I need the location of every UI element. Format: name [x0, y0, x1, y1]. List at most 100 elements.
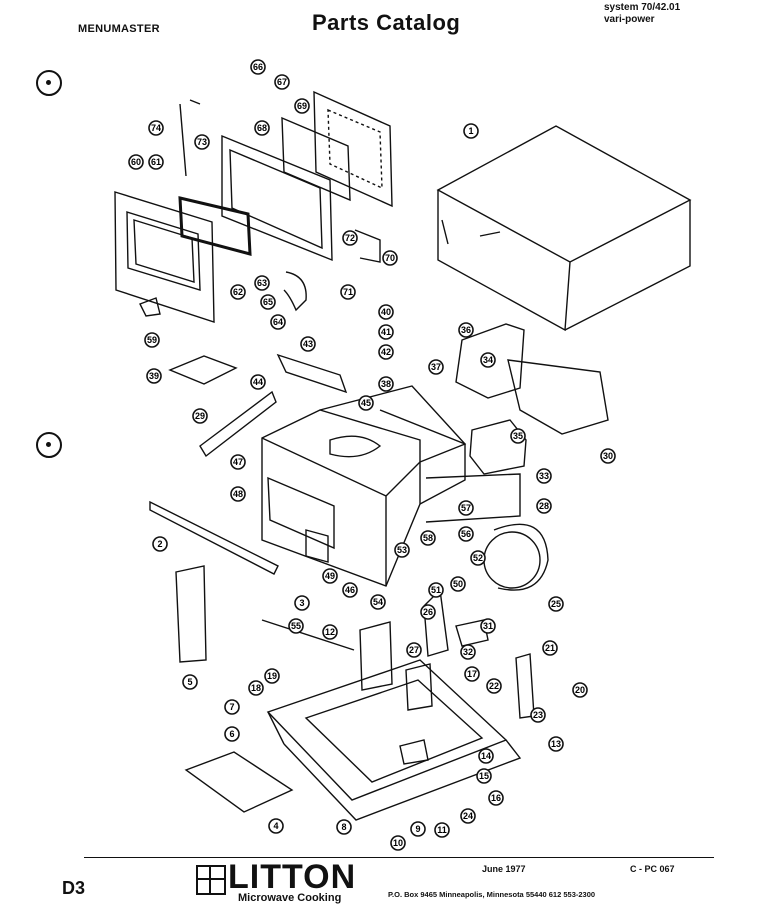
svg-text:69: 69	[297, 101, 307, 111]
svg-text:21: 21	[545, 643, 555, 653]
svg-text:23: 23	[533, 710, 543, 720]
svg-text:60: 60	[131, 157, 141, 167]
callout-46: 46	[342, 582, 358, 598]
base-drawing	[168, 355, 522, 821]
callout-51: 51	[428, 582, 444, 598]
binder-hole-middle	[36, 432, 62, 458]
callout-4: 4	[268, 818, 284, 834]
diagram-linework	[114, 90, 692, 821]
svg-text:53: 53	[397, 545, 407, 555]
callout-18: 18	[248, 680, 264, 696]
callout-62: 62	[230, 284, 246, 300]
svg-text:61: 61	[151, 157, 161, 167]
callout-59: 59	[144, 332, 160, 348]
model-name: vari-power	[604, 14, 655, 25]
callout-67: 67	[274, 74, 290, 90]
footer-divider	[84, 857, 714, 858]
svg-text:29: 29	[195, 411, 205, 421]
svg-text:74: 74	[151, 123, 161, 133]
callout-69: 69	[294, 98, 310, 114]
callout-39: 39	[146, 368, 162, 384]
svg-text:20: 20	[575, 685, 585, 695]
callout-42: 42	[378, 344, 394, 360]
svg-text:37: 37	[431, 362, 441, 372]
svg-text:71: 71	[343, 287, 353, 297]
system-label: system 70/42.01 vari-power	[604, 2, 680, 26]
svg-text:50: 50	[453, 579, 463, 589]
catalog-date: June 1977	[482, 864, 526, 874]
callout-28: 28	[536, 498, 552, 514]
callout-43: 43	[300, 336, 316, 352]
svg-text:12: 12	[325, 627, 335, 637]
svg-text:49: 49	[325, 571, 335, 581]
svg-text:56: 56	[461, 529, 471, 539]
callout-58: 58	[420, 530, 436, 546]
callout-31: 31	[480, 618, 496, 634]
svg-text:1: 1	[468, 126, 473, 136]
callout-23: 23	[530, 707, 546, 723]
svg-text:55: 55	[291, 621, 301, 631]
callout-52: 52	[470, 550, 486, 566]
svg-text:45: 45	[361, 398, 371, 408]
callout-36: 36	[458, 322, 474, 338]
svg-text:63: 63	[257, 278, 267, 288]
svg-text:17: 17	[467, 669, 477, 679]
callout-47: 47	[230, 454, 246, 470]
callout-29: 29	[192, 408, 208, 424]
callout-33: 33	[536, 468, 552, 484]
callout-26: 26	[420, 604, 436, 620]
binder-hole-top	[36, 70, 62, 96]
svg-text:36: 36	[461, 325, 471, 335]
litton-logo-icon	[196, 865, 226, 895]
svg-text:25: 25	[551, 599, 561, 609]
svg-text:22: 22	[489, 681, 499, 691]
svg-text:73: 73	[197, 137, 207, 147]
svg-text:57: 57	[461, 503, 471, 513]
callout-30: 30	[600, 448, 616, 464]
callout-2: 2	[152, 536, 168, 552]
callout-37: 37	[428, 359, 444, 375]
svg-text:62: 62	[233, 287, 243, 297]
logo-tagline: Microwave Cooking	[238, 892, 342, 904]
callout-64: 64	[270, 314, 286, 330]
svg-text:3: 3	[299, 598, 304, 608]
svg-text:19: 19	[267, 671, 277, 681]
svg-text:11: 11	[437, 825, 447, 835]
callout-45: 45	[358, 395, 374, 411]
svg-text:48: 48	[233, 489, 243, 499]
callout-10: 10	[390, 835, 406, 851]
svg-text:34: 34	[483, 355, 493, 365]
callout-25: 25	[548, 596, 564, 612]
callout-54: 54	[370, 594, 386, 610]
svg-text:52: 52	[473, 553, 483, 563]
callout-8: 8	[336, 819, 352, 835]
svg-text:6: 6	[229, 729, 234, 739]
catalog-code: C - PC 067	[630, 864, 675, 874]
brand-label: MENUMASTER	[78, 23, 160, 35]
callout-11: 11	[434, 822, 450, 838]
svg-text:68: 68	[257, 123, 267, 133]
svg-text:64: 64	[273, 317, 283, 327]
callout-12: 12	[322, 624, 338, 640]
svg-text:51: 51	[431, 585, 441, 595]
svg-text:43: 43	[303, 339, 313, 349]
svg-text:66: 66	[253, 62, 263, 72]
svg-text:35: 35	[513, 431, 523, 441]
svg-text:40: 40	[381, 307, 391, 317]
callout-13: 13	[548, 736, 564, 752]
callout-56: 56	[458, 526, 474, 542]
callout-5: 5	[182, 674, 198, 690]
door-drawing	[114, 90, 393, 323]
svg-text:54: 54	[373, 597, 383, 607]
svg-text:65: 65	[263, 297, 273, 307]
callout-6: 6	[224, 726, 240, 742]
cabinet-drawing	[436, 125, 692, 332]
svg-text:16: 16	[491, 793, 501, 803]
callout-15: 15	[476, 768, 492, 784]
callout-34: 34	[480, 352, 496, 368]
cavity-drawing	[149, 353, 521, 587]
svg-text:13: 13	[551, 739, 561, 749]
callout-60: 60	[128, 154, 144, 170]
svg-text:24: 24	[463, 811, 473, 821]
